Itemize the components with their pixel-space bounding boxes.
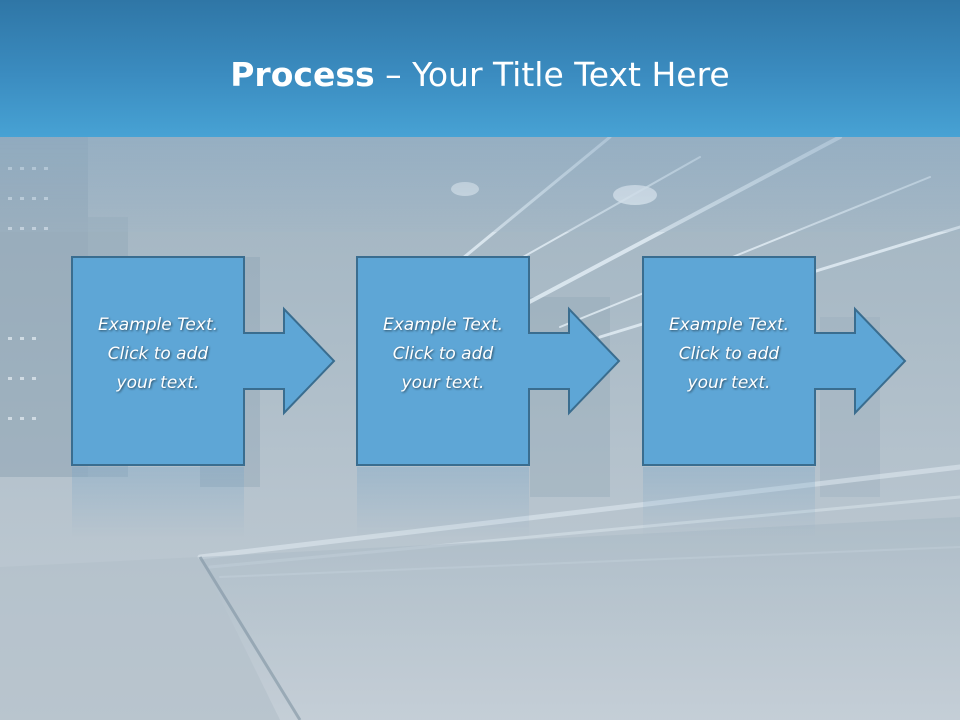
title-bold: Process: [230, 55, 375, 94]
step-1-reflection: [72, 467, 244, 537]
arrow-box-shape-2: [356, 256, 621, 466]
top-light-band: [0, 137, 960, 232]
title-bar: Process – Your Title Text Here: [0, 0, 960, 137]
slide-title[interactable]: Process – Your Title Text Here: [0, 54, 960, 96]
step-3-text[interactable]: Example Text. Click to add your text.: [668, 315, 790, 393]
step-2-reflection: [357, 467, 529, 537]
step-1-text[interactable]: Example Text. Click to add your text.: [97, 315, 219, 393]
arrow-box-shape-3: [642, 256, 907, 466]
arrow-box-shape-1: [71, 256, 336, 466]
step-2-text[interactable]: Example Text. Click to add your text.: [382, 315, 504, 393]
step-3-reflection: [643, 467, 815, 537]
title-rest: – Your Title Text Here: [374, 55, 730, 94]
